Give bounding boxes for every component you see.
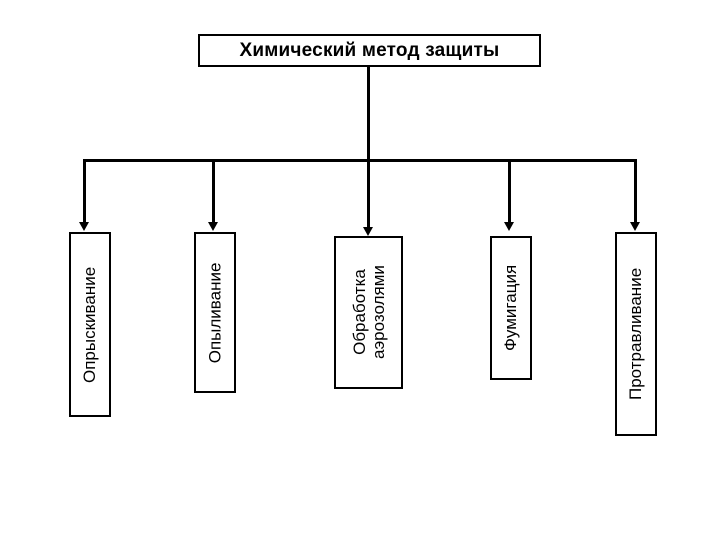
leaf-node-protravlivanie[interactable]: Протравливание xyxy=(615,232,657,436)
connector-drop-4 xyxy=(508,159,511,224)
arrowhead-icon-1 xyxy=(79,222,89,231)
leaf-node-aerozoli[interactable]: Обработка аэрозолями xyxy=(334,236,403,389)
leaf-node-fumigaciya[interactable]: Фумигация xyxy=(490,236,532,380)
leaf-node-label-opylivanie: Опыливание xyxy=(205,262,225,363)
root-node-label: Химический метод защиты xyxy=(239,40,500,61)
connector-drop-2 xyxy=(212,159,215,224)
arrowhead-icon-4 xyxy=(504,222,514,231)
connector-drop-1 xyxy=(83,159,86,224)
connector-root-stem xyxy=(367,67,370,161)
connector-horizontal-bus xyxy=(83,159,637,162)
root-node-chemical-method[interactable]: Химический метод защиты xyxy=(198,34,541,67)
leaf-node-opryskivanie[interactable]: Опрыскивание xyxy=(69,232,111,417)
leaf-node-label-opryskivanie: Опрыскивание xyxy=(80,266,100,383)
leaf-node-label-aerozoli: Обработка аэрозолями xyxy=(349,265,388,360)
leaf-node-label-protravlivanie: Протравливание xyxy=(626,267,646,401)
leaf-node-opylivanie[interactable]: Опыливание xyxy=(194,232,236,393)
connector-drop-5 xyxy=(634,159,637,224)
connector-drop-3 xyxy=(367,159,370,229)
arrowhead-icon-5 xyxy=(630,222,640,231)
arrowhead-icon-3 xyxy=(363,227,373,236)
leaf-node-label-fumigaciya: Фумигация xyxy=(501,264,521,352)
arrowhead-icon-2 xyxy=(208,222,218,231)
